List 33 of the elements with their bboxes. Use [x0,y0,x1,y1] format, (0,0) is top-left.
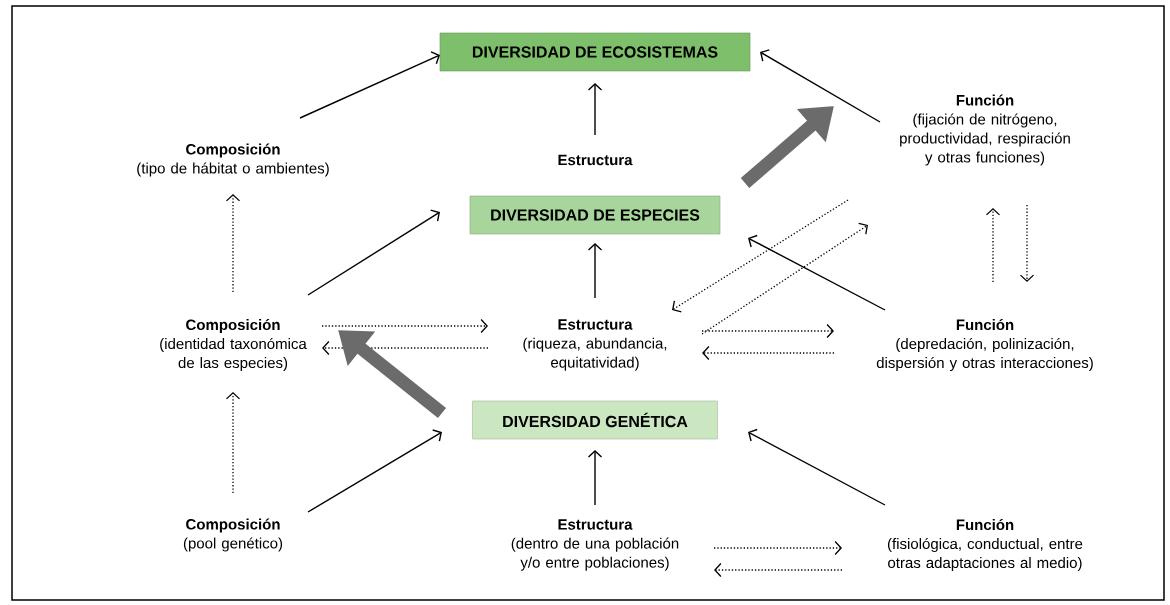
arrow [587,243,603,299]
attribute-text: Estructura (dentro de una población y/o entre poblaciones) [511,519,679,571]
arrow [587,83,603,136]
arrow [587,450,603,506]
arrow [307,429,442,513]
arrow [714,562,843,578]
level-box: DIVERSIDAD DE ESPECIES [469,195,721,235]
attribute-text: Estructura [558,154,633,166]
arrow [1019,204,1035,282]
arrow [225,194,241,293]
arrow [322,340,489,356]
attribute-text: Función (depredación, polinización, dispersión y otras interacciones) [876,318,1093,372]
arrow [307,209,440,296]
attribute-text: Función (fisiológica, conductual, entre otras adaptaciones al medio) [887,518,1083,572]
arrow [672,199,849,313]
arrow [702,345,835,361]
arrow [225,392,241,494]
arrow [701,222,868,335]
arrow [985,208,1001,283]
attribute-text: Estructura (riqueza, abundancia, equitatividad) [523,319,667,371]
attribute-text: Composición (pool genético) [183,518,283,552]
arrow [748,428,886,506]
level-box: DIVERSIDAD GENÉTICA [472,400,718,440]
arrow [299,51,440,119]
arrow [713,540,842,556]
arrow [321,318,488,334]
attribute-text: Composición (tipo de hábitat o ambientes) [137,143,329,177]
arrow [760,49,881,123]
arrow [701,323,834,339]
attribute-text: Composición (identidad taxonómica de las especies) [160,318,307,372]
arrow [748,234,886,311]
attribute-text: Función (fijación de nitrógeno, productividad, respiración y otras funciones) [900,94,1070,166]
level-box: DIVERSIDAD DE ECOSISTEMAS [439,32,751,72]
